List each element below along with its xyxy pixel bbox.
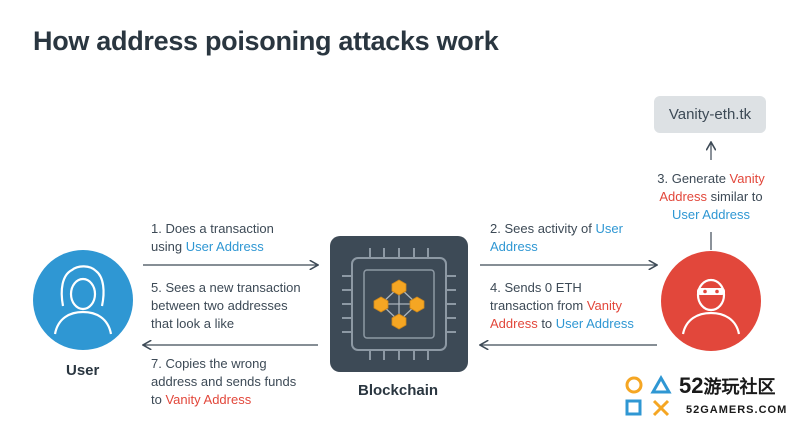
vanity-site-box: Vanity-eth.tk — [654, 96, 766, 133]
watermark-logo-icon — [625, 374, 672, 417]
step-4-text: 4. Sends 0 ETH transaction from Vanity A… — [490, 280, 634, 331]
page-title: How address poisoning attacks work — [33, 26, 499, 56]
user-avatar-icon — [33, 250, 133, 350]
watermark-url: 52GAMERS.COM — [686, 404, 788, 416]
step-7-text: 7. Copies the wrong address and sends fu… — [151, 356, 297, 407]
watermark-number: 52游玩社区 — [679, 373, 776, 398]
attacker-avatar-icon — [661, 251, 761, 351]
step-3-text: 3. Generate Vanity Address similar to Us… — [657, 171, 765, 222]
blockchain-chip-icon — [330, 236, 468, 372]
blockchain-label: Blockchain — [358, 382, 439, 399]
step-5-text: 5. Sees a new transaction between two ad… — [151, 280, 301, 331]
step-2-text: 2. Sees activity of User Address — [490, 221, 623, 254]
user-label: User — [66, 362, 100, 379]
step-1-text: 1. Does a transaction using User Address — [151, 221, 274, 254]
